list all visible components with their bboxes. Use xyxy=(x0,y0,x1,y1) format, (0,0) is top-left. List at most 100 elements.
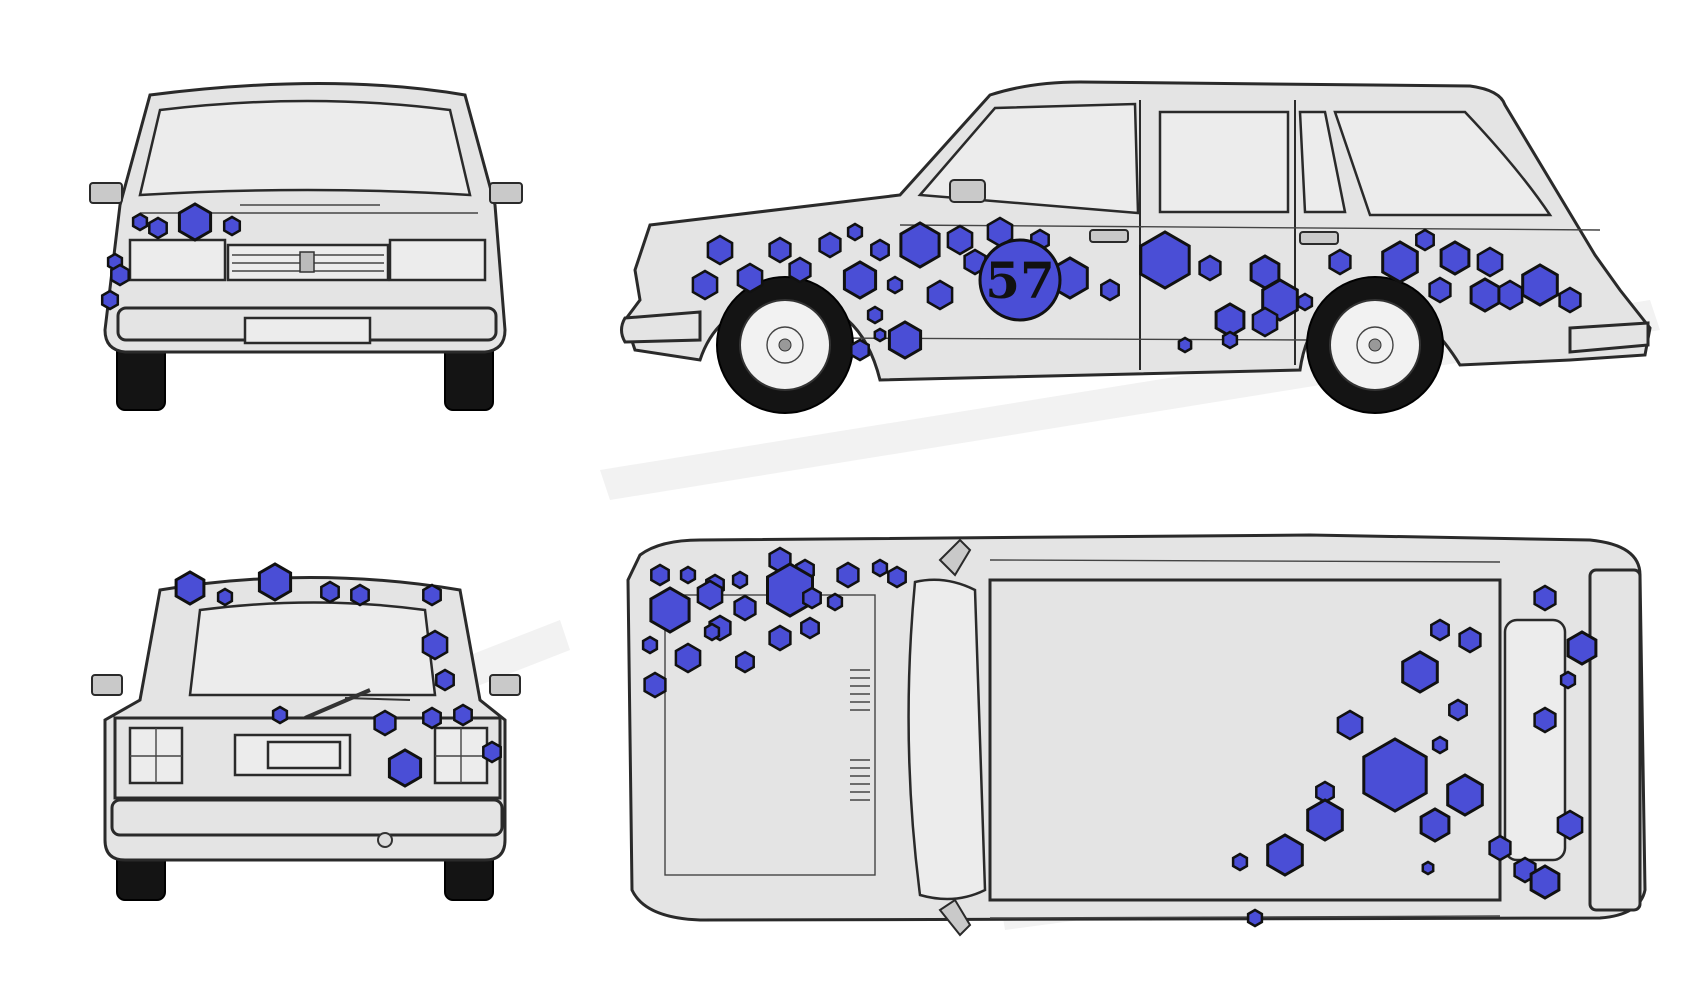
top-view xyxy=(626,533,1647,937)
hexagon-decal xyxy=(1533,584,1557,612)
hexagon-decal xyxy=(435,668,455,692)
hexagon-decal xyxy=(887,565,907,589)
quarter-glass xyxy=(1298,110,1347,214)
hexagon-decal xyxy=(650,563,670,587)
hexagon-decal xyxy=(1266,833,1304,877)
hexagon-decal xyxy=(1401,650,1439,694)
hexagon-decal xyxy=(1439,240,1471,276)
hexagon-decal xyxy=(373,709,397,737)
hexagon-decal xyxy=(768,236,792,264)
hexagon-decal xyxy=(174,570,206,606)
hexagon-decal xyxy=(1381,240,1419,284)
hexagon-decal xyxy=(1421,860,1435,876)
rear-door-handle xyxy=(1299,231,1339,245)
hexagon-decal xyxy=(271,705,289,725)
hexagon-decal xyxy=(706,234,734,266)
hexagon-decal xyxy=(674,642,702,674)
right-headlight xyxy=(388,238,487,282)
hexagon-decal xyxy=(1419,807,1451,843)
hexagon-decal xyxy=(850,338,870,362)
hexagon-decal xyxy=(886,275,904,295)
hexagon-decal xyxy=(1469,277,1501,313)
hexagon-decal xyxy=(1458,626,1482,654)
hexagon-decal xyxy=(788,256,812,284)
roof xyxy=(988,578,1502,902)
hexagon-decal xyxy=(800,616,820,640)
hexagon-decals xyxy=(100,202,1598,928)
hexagon-decal xyxy=(1556,809,1584,841)
side-view xyxy=(620,80,1652,414)
top-rear-bumper xyxy=(1588,568,1642,912)
hexagon-decal xyxy=(222,215,242,237)
hexagon-decal xyxy=(846,222,864,242)
hexagon-decal xyxy=(387,748,423,788)
front-door-handle xyxy=(1089,229,1129,243)
hexagon-decal xyxy=(1496,279,1524,311)
hexagon-decal xyxy=(643,671,667,699)
front-view xyxy=(89,82,523,411)
hexagon-decal xyxy=(350,583,370,607)
hexagon-decal xyxy=(946,224,974,256)
hexagon-decal xyxy=(1558,286,1582,314)
front-windshield xyxy=(138,99,472,197)
hexagon-decal xyxy=(899,221,941,269)
rear-side-window xyxy=(1333,110,1553,217)
hexagon-decal xyxy=(1488,834,1512,862)
hexagon-decal xyxy=(871,558,889,578)
hexagon-decal xyxy=(866,305,884,325)
hexagon-decal xyxy=(703,622,721,642)
hexagon-decal xyxy=(1296,292,1314,312)
hexagon-decal xyxy=(696,579,724,611)
hexagon-decal xyxy=(216,587,234,607)
rear-view xyxy=(91,576,521,901)
hexagon-decal xyxy=(421,629,449,661)
top-left-mirror xyxy=(938,538,972,577)
hexagon-decal xyxy=(731,570,749,590)
side-rear-bumper xyxy=(1568,321,1650,354)
rear-bumper xyxy=(110,798,504,837)
side-mirror xyxy=(949,179,986,203)
hexagon-decal xyxy=(873,327,887,343)
hexagon-decal xyxy=(733,594,757,622)
hexagon-decal xyxy=(1306,798,1344,842)
hexagon-decal xyxy=(641,635,659,655)
hexagon-decal xyxy=(320,580,340,604)
hexagon-decal xyxy=(768,624,792,652)
hexagon-decal xyxy=(870,238,890,262)
hexagon-decal xyxy=(1261,278,1299,322)
hexagon-decal xyxy=(649,586,691,634)
race-number: 57 xyxy=(985,251,1055,310)
hexagon-decal xyxy=(1251,306,1279,338)
hexagon-decal xyxy=(1221,330,1239,350)
hexagon-decal xyxy=(148,216,168,240)
hexagon-decal xyxy=(1362,737,1428,813)
top-right-mirror xyxy=(938,898,972,937)
front-license-plate xyxy=(243,316,372,345)
race-number-roundel xyxy=(978,238,1062,322)
hexagon-decal xyxy=(1198,254,1222,282)
hexagon-decal xyxy=(1446,773,1484,817)
hexagon-decal xyxy=(802,586,822,610)
hexagon-decal xyxy=(735,650,755,674)
rear-left-mirror xyxy=(91,674,123,696)
hexagon-decal xyxy=(177,202,213,242)
tow-hook xyxy=(377,832,393,848)
hexagon-decal xyxy=(422,706,442,730)
hexagon-decal xyxy=(1231,852,1249,872)
hexagon-decal xyxy=(1246,908,1264,928)
top-rear-window xyxy=(1503,618,1567,862)
hexagon-decal xyxy=(1529,864,1561,900)
hexagon-decal xyxy=(766,562,814,618)
rear-license-plate xyxy=(266,740,342,770)
hexagon-decal xyxy=(453,703,473,727)
rear-right-mirror xyxy=(489,674,521,696)
hexagon-decal xyxy=(1533,706,1557,734)
hexagon-decal xyxy=(1336,709,1364,741)
hexagon-decal xyxy=(1431,735,1449,755)
hexagon-decal xyxy=(691,269,719,301)
right-mirror xyxy=(489,182,523,204)
hexagon-decal xyxy=(422,583,442,607)
hexagon-decal xyxy=(1448,698,1468,722)
hexagon-decal xyxy=(679,565,697,585)
